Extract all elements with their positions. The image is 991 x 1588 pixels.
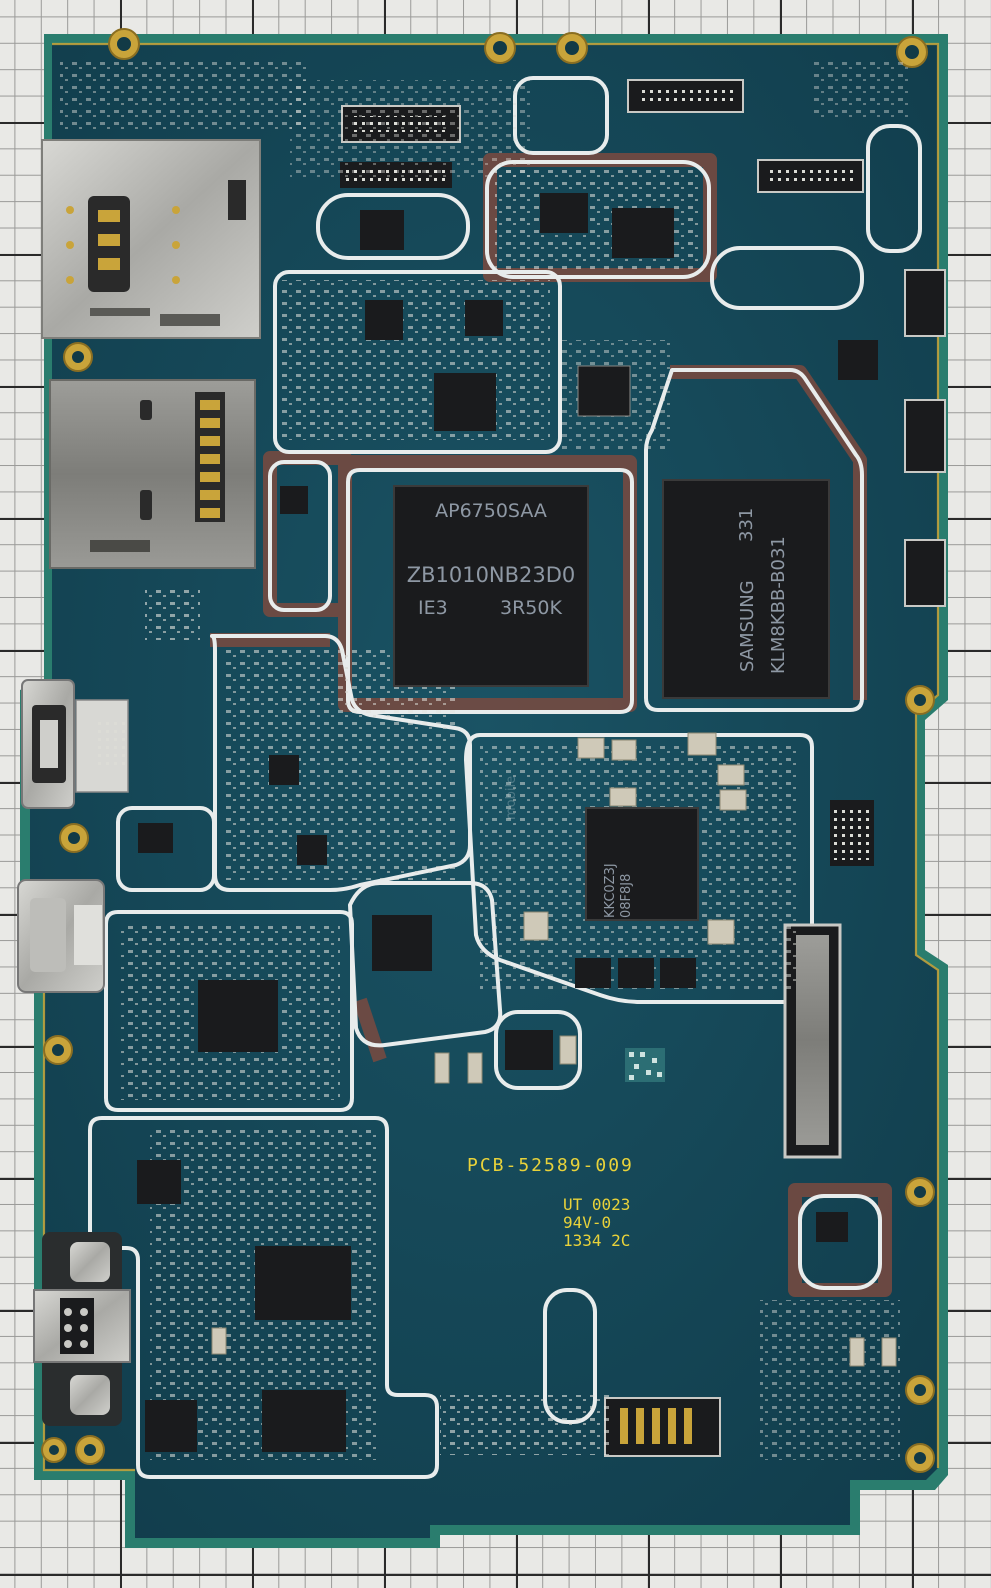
memory-marking-line2: SAMSUNG (737, 580, 758, 672)
soc-marking-line3a: IE3 (418, 597, 448, 619)
integrated-circuits (137, 193, 878, 1452)
pcb-part-number: PCB-52589-009 (467, 1155, 634, 1176)
pcb-marking-line2: 94V-0 (563, 1213, 611, 1232)
pcb-marking-line1: UT 0023 (563, 1195, 630, 1214)
power-management-chip: KKC0Z3J 08F8J8 (585, 807, 699, 921)
soc-marking-line1: AP6750SAA (435, 500, 547, 522)
emmc-memory-chip: 331 SAMSUNG KLM8KBB-B031 (662, 479, 830, 699)
data-matrix-code (625, 1048, 665, 1082)
sim-card-slot (41, 139, 261, 339)
watermark: mobile (504, 776, 519, 820)
microsd-card-slot (49, 379, 256, 569)
pmic-marking-line1: KKC0Z3J (603, 863, 618, 918)
soc-marking-line3b: 3R50K (500, 597, 562, 619)
watermark-text: mobile (504, 776, 519, 820)
soc-marking-line2: ZB1010NB23D0 (407, 563, 576, 587)
pcb-silkscreen: PCB-52589-009 UT 0023 94V-0 1334 2C (467, 1155, 634, 1250)
memory-marking-line1: 331 (736, 508, 757, 542)
side-button-contacts (904, 269, 946, 607)
pcb-marking-line3: 1334 2C (563, 1231, 630, 1250)
application-processor-chip: AP6750SAA ZB1010NB23D0 IE3 3R50K (393, 485, 589, 687)
pmic-marking-line2: 08F8J8 (619, 874, 634, 918)
micro-usb-port (21, 679, 129, 809)
secondary-usb-port (17, 879, 105, 993)
memory-marking-line3: KLM8KBB-B031 (768, 536, 789, 674)
capacitors (211, 732, 897, 1367)
vibration-motor (33, 1232, 131, 1426)
